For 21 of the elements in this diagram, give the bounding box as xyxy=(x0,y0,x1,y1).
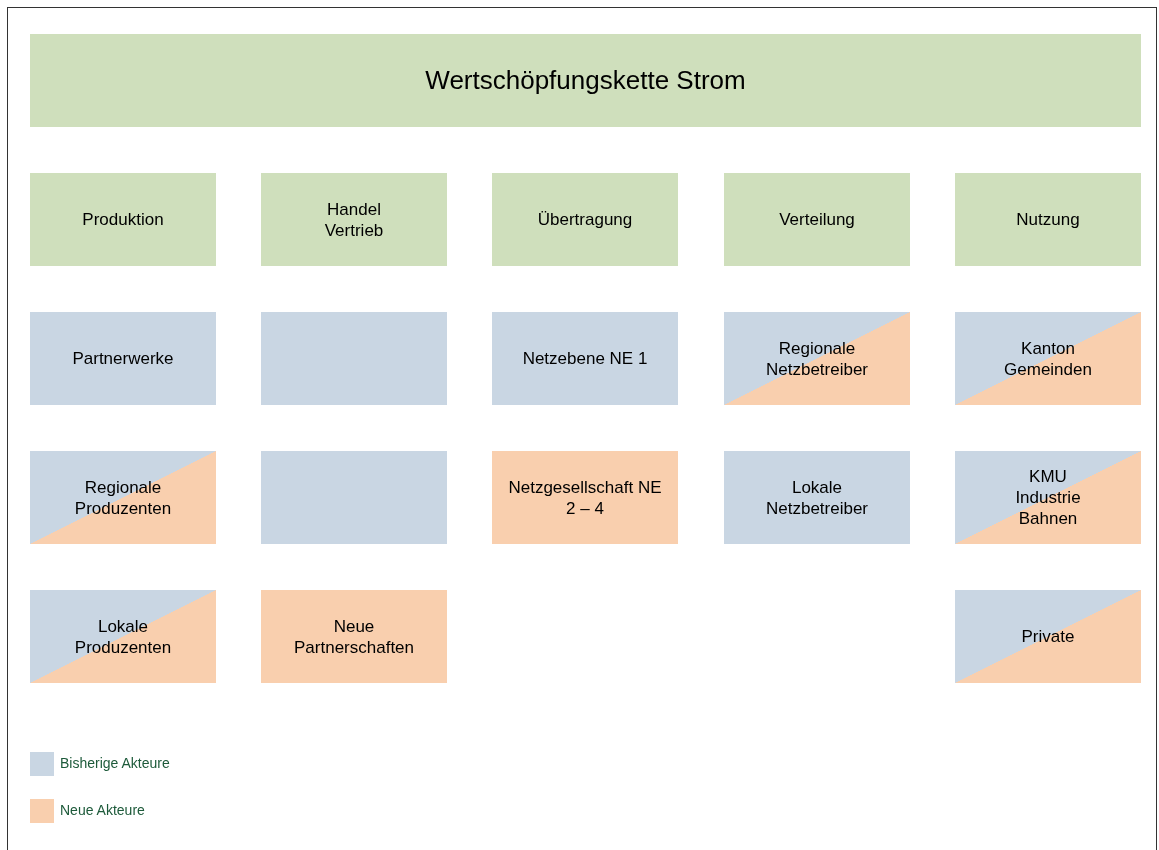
actor-box: Kanton Gemeinden xyxy=(955,312,1141,405)
actor-box: Lokale Netzbetreiber xyxy=(724,451,910,544)
actor-box: Private xyxy=(955,590,1141,683)
stage-box: Verteilung xyxy=(724,173,910,266)
empty-box xyxy=(261,312,447,405)
actor-box: Neue Partnerschaften xyxy=(261,590,447,683)
empty-box xyxy=(261,451,447,544)
actor-box: KMU Industrie Bahnen xyxy=(955,451,1141,544)
actor-box: Regionale Netzbetreiber xyxy=(724,312,910,405)
legend-label: Neue Akteure xyxy=(60,802,145,818)
actor-box: Netzebene NE 1 xyxy=(492,312,678,405)
stage-box: Nutzung xyxy=(955,173,1141,266)
actor-box: Regionale Produzenten xyxy=(30,451,216,544)
stage-box: Handel Vertrieb xyxy=(261,173,447,266)
actor-box: Partnerwerke xyxy=(30,312,216,405)
legend-label: Bisherige Akteure xyxy=(60,755,170,771)
stage-box: Produktion xyxy=(30,173,216,266)
actor-box: Lokale Produzenten xyxy=(30,590,216,683)
title-banner: Wertschöpfungskette Strom xyxy=(30,34,1141,127)
actor-box: Netzgesellschaft NE 2 – 4 xyxy=(492,451,678,544)
stage-box: Übertragung xyxy=(492,173,678,266)
